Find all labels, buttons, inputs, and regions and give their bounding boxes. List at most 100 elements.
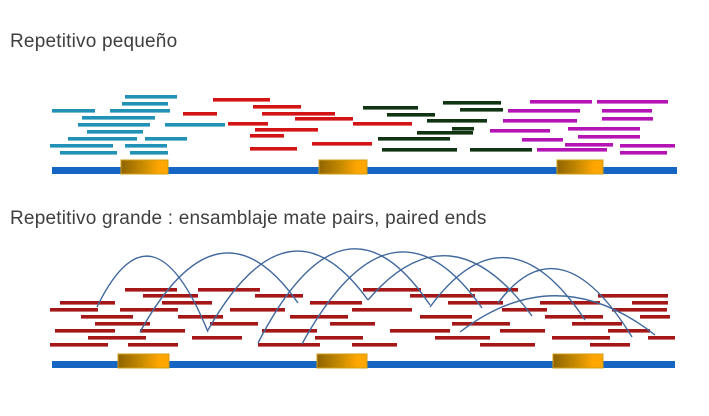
sequence-read — [110, 109, 170, 113]
sequence-read — [258, 343, 320, 347]
sequence-read — [382, 148, 457, 152]
sequence-read — [130, 151, 168, 155]
sequence-read — [480, 343, 535, 347]
sequence-read — [330, 322, 375, 326]
sequence-read — [125, 95, 177, 99]
sequence-read — [522, 138, 563, 142]
sequence-read — [95, 322, 150, 326]
sequence-read — [410, 294, 475, 298]
sequence-read — [470, 148, 532, 152]
sequence-read — [508, 109, 580, 113]
sequence-read — [390, 329, 450, 333]
sequence-read — [435, 336, 490, 340]
sequence-read — [192, 336, 242, 340]
sequence-read — [310, 301, 362, 305]
sequence-read — [165, 123, 225, 127]
sequence-read — [545, 315, 603, 319]
sequence-read — [597, 100, 668, 104]
sequence-read — [568, 127, 640, 131]
sequence-read — [352, 308, 412, 312]
sequence-read — [353, 122, 412, 126]
repeat-region — [319, 160, 367, 174]
sequence-read — [125, 144, 167, 148]
sequence-read — [88, 336, 146, 340]
sequence-read — [122, 102, 168, 106]
sequence-read — [620, 151, 667, 155]
sequence-read — [352, 343, 397, 347]
mate-pair-arc — [140, 253, 298, 332]
sequence-read — [620, 144, 675, 148]
repeat-region — [317, 354, 367, 368]
sequence-read — [312, 142, 372, 146]
sequence-read — [81, 315, 133, 319]
sequence-read — [417, 131, 473, 135]
sequence-read — [120, 308, 178, 312]
sequence-read — [552, 336, 610, 340]
sequence-read — [87, 130, 143, 134]
sequence-read — [648, 336, 675, 340]
sequence-read — [60, 301, 115, 305]
sequence-read — [68, 137, 137, 141]
sequence-read — [55, 329, 115, 333]
sequence-read — [145, 137, 187, 141]
sequence-read — [50, 343, 108, 347]
sequence-read — [50, 144, 113, 148]
sequence-read — [315, 336, 363, 340]
sequence-read — [602, 117, 653, 121]
sequence-read — [420, 315, 472, 319]
sequence-read — [537, 148, 607, 152]
sequence-read — [78, 123, 150, 127]
sequence-read — [140, 329, 185, 333]
sequence-read — [128, 343, 178, 347]
sequence-read — [452, 127, 474, 131]
sequence-read — [448, 301, 503, 305]
repeat-region — [121, 160, 168, 174]
sequence-read — [255, 128, 318, 132]
repeat-region — [553, 354, 603, 368]
mate-pair-arc — [368, 256, 532, 316]
sequence-read — [82, 116, 155, 120]
sequence-read — [502, 308, 547, 312]
sequence-read — [262, 112, 335, 116]
sequence-read — [52, 109, 95, 113]
sequence-read — [387, 113, 435, 117]
sequence-read — [427, 119, 487, 123]
repeat-region — [557, 160, 603, 174]
sequence-read — [363, 288, 421, 292]
sequence-read — [295, 117, 353, 121]
sequence-read — [228, 122, 268, 126]
sequence-read — [250, 147, 297, 151]
sequence-read — [378, 137, 450, 141]
sequence-read — [578, 135, 640, 139]
sequence-read — [503, 119, 577, 123]
sequence-read — [540, 301, 600, 305]
sequence-read — [255, 294, 303, 298]
sequence-read — [460, 108, 503, 112]
sequence-read — [210, 322, 258, 326]
sequence-read — [602, 109, 652, 113]
sequence-read — [598, 294, 668, 298]
sequence-read — [632, 301, 668, 305]
sequence-read — [183, 112, 217, 116]
sequence-read — [565, 143, 613, 147]
sequence-read — [250, 134, 284, 138]
sequence-read — [198, 288, 260, 292]
sequence-read — [162, 301, 212, 305]
sequence-read — [612, 308, 667, 312]
sequence-read — [60, 151, 117, 155]
sequence-read — [530, 100, 592, 104]
sequence-read — [640, 315, 670, 319]
sequence-read — [452, 322, 510, 326]
repeat-region — [118, 354, 169, 368]
sequence-read — [363, 106, 418, 110]
sequence-read — [490, 129, 550, 133]
sequence-read — [253, 105, 301, 109]
sequence-read — [590, 343, 630, 347]
sequence-read — [213, 98, 270, 102]
sequence-read — [443, 101, 501, 105]
sequence-read — [572, 322, 622, 326]
sequence-read — [50, 308, 98, 312]
sequence-read — [500, 329, 545, 333]
